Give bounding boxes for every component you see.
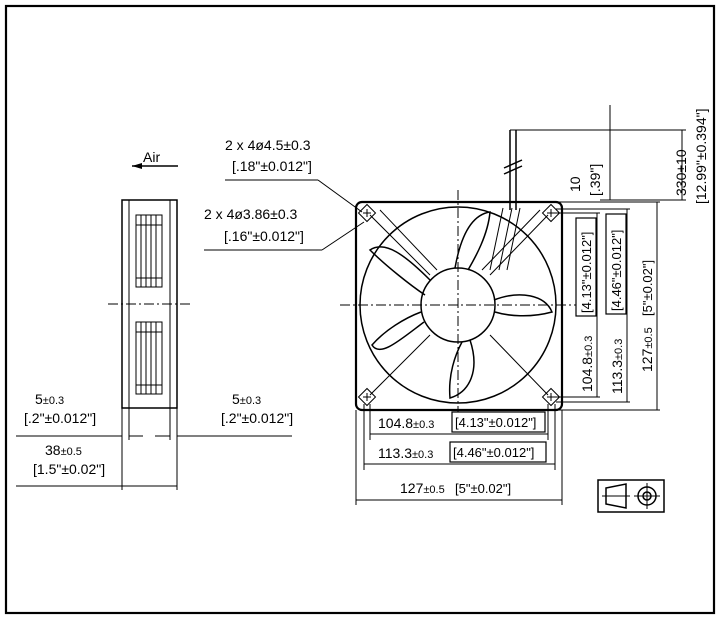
flange-right-value: 5±0.3 <box>232 391 261 407</box>
hole-large-callout: 2 x 4ø4.5±0.3 <box>225 137 311 153</box>
front-view: 104.8±0.3 [4.13"±0.012"] 113.3±0.3 [4.46… <box>340 190 660 505</box>
airflow-arrowhead-icon <box>132 163 142 169</box>
bottom-dim-1-value: 104.8±0.3 <box>378 415 434 431</box>
right-dim-2: 113.3±0.3 [4.46"±0.012"] <box>605 213 627 394</box>
wire-channel <box>489 207 521 271</box>
bottom-dim-1-inch: [4.13"±0.012"] <box>455 415 536 430</box>
right-dim-1: 104.8±0.3 [4.13"±0.012"] <box>575 217 597 392</box>
right-dim-2-value: 113.3±0.3 <box>609 339 625 394</box>
wire-length-value: 330±10 <box>673 149 689 196</box>
right-dim-3-inch: [5"±0.02"] <box>640 260 655 316</box>
right-dim-3: 127±0.5 [5"±0.02"] <box>639 260 655 372</box>
side-view: Air <box>16 149 293 490</box>
wire-break-icon <box>503 159 523 169</box>
right-dim-1-inch-box <box>575 217 597 317</box>
right-dim-2-inch-box <box>605 213 627 315</box>
hole-large-inch: [.18"±0.012"] <box>232 158 312 174</box>
bottom-dim-3-inch: [5"±0.02"] <box>455 481 511 496</box>
flange-left-value: 5±0.3 <box>35 391 64 407</box>
first-angle-projection-icon <box>597 479 665 513</box>
flange-right-inch: [.2"±0.012"] <box>221 410 293 426</box>
depth-value: 38±0.5 <box>45 442 82 458</box>
fan-frame <box>354 200 564 412</box>
bottom-dim-2-value: 113.3±0.3 <box>378 445 433 461</box>
lead-wire: 10 [.39"] 330±10 [12.99"±0.394"] <box>503 105 709 210</box>
hole-small-inch: [.16"±0.012"] <box>224 228 304 244</box>
right-dim-2-inch: [4.46"±0.012"] <box>609 230 624 311</box>
wire-length-inch: [12.99"±0.394"] <box>693 109 709 204</box>
bottom-dim-3-value: 127±0.5 <box>400 480 445 496</box>
hole-callouts: 2 x 4ø4.5±0.3 [.18"±0.012"] 2 x 4ø3.86±0… <box>204 137 365 251</box>
wire-length-dim: 330±10 [12.99"±0.394"] <box>673 109 709 204</box>
fan-blades <box>368 211 554 399</box>
wire-strip-dim: 10 [.39"] <box>567 164 603 196</box>
mounting-hole-icon <box>357 387 377 407</box>
wire-strip-inch: [.39"] <box>587 164 603 196</box>
side-upper-blades <box>135 214 163 288</box>
wire-strip-value: 10 <box>567 176 583 192</box>
right-dim-1-inch: [4.13"±0.012"] <box>579 232 594 313</box>
bottom-dim-2-inch: [4.46"±0.012"] <box>453 445 534 460</box>
drawing-frame <box>4 4 716 615</box>
fan-struts <box>369 209 549 396</box>
right-dim-3-value: 127±0.5 <box>639 327 655 372</box>
hole-small-callout: 2 x 4ø3.86±0.3 <box>204 206 298 222</box>
mounting-hole-icon <box>357 203 377 223</box>
bottom-dim-1-inch-box <box>451 411 546 433</box>
side-lower-blades <box>135 321 163 395</box>
flange-left-inch: [.2"±0.012"] <box>24 410 96 426</box>
bottom-dim-2-inch-box <box>449 441 547 463</box>
depth-inch: [1.5"±0.02"] <box>33 461 105 477</box>
airflow-label: Air <box>143 149 160 165</box>
right-dim-1-value: 104.8±0.3 <box>579 336 595 392</box>
